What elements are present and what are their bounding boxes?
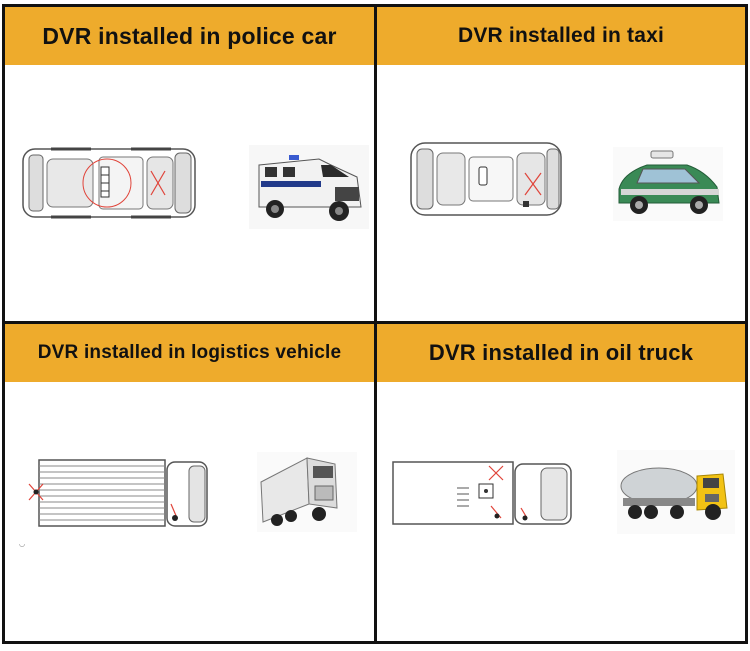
semi-truck-photo (257, 452, 357, 532)
panel-taxi: DVR installed in taxi (374, 4, 748, 324)
armored-police-vehicle-photo (249, 145, 369, 229)
panel-police-car: DVR installed in police car (2, 4, 377, 324)
police-car-top-view-diagram (22, 147, 196, 219)
oil-truck-top-view-diagram (392, 461, 572, 525)
panel-title: DVR installed in police car (42, 22, 337, 49)
green-taxi-photo (613, 147, 723, 221)
panel-title: DVR installed in oil truck (428, 340, 694, 365)
taxi-top-view-diagram (410, 142, 562, 216)
tiny-mark: ◡ (19, 541, 26, 548)
panel-header: DVR installed in oil truck (377, 324, 745, 382)
panel-title: DVR installed in logistics vehicle (37, 342, 342, 363)
panel-header: DVR installed in logistics vehicle (5, 324, 374, 382)
panel-logistics-vehicle: DVR installed in logistics vehicle (2, 321, 377, 644)
panel-header: DVR installed in taxi (377, 7, 745, 65)
panel-oil-truck: DVR installed in oil truck (374, 321, 748, 644)
panel-title: DVR installed in taxi (457, 24, 665, 47)
logistics-truck-top-view-diagram (28, 459, 208, 527)
tanker-truck-photo (617, 450, 735, 534)
panel-header: DVR installed in police car (5, 7, 374, 65)
